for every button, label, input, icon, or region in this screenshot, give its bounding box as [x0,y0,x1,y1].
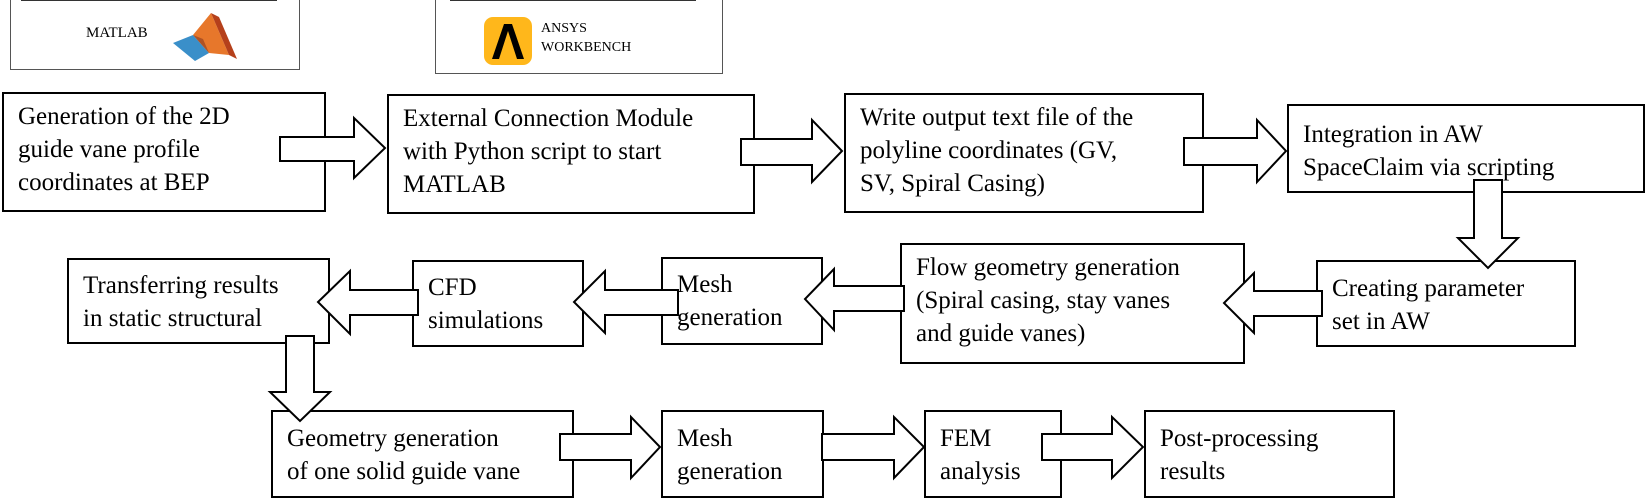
arrow-transferring-to-geometry [267,335,333,423]
arrow-mesh-to-cfd [572,268,679,336]
ansys-logo-line2: WORKBENCH [541,40,632,55]
arrow-fem-to-post [1041,414,1145,481]
ansys-logo-panel: ANSYS WORKBENCH [435,0,723,74]
step-integration-aw-spaceclaim: Integration in AW SpaceClaim via scripti… [1287,104,1645,193]
step-2d-profile-generation: Generation of the 2D guide vane profile … [2,92,326,212]
step-creating-parameter-set: Creating parameter set in AW [1316,260,1576,347]
step-solid-guide-vane-geometry: Geometry generation of one solid guide v… [271,410,574,498]
arrow-parameter-to-flow [1222,270,1323,336]
step-external-connection-module: External Connection Module with Python s… [387,94,755,214]
matlab-logo-panel: MATLAB [10,0,300,70]
step-mesh-generation-solid: Mesh generation [661,410,824,498]
ansys-logo-line1: ANSYS [541,21,587,36]
arrow-integration-to-parameter [1455,179,1521,270]
step-flow-geometry-generation: Flow geometry generation (Spiral casing,… [900,243,1245,364]
step-transferring-results: Transferring results in static structura… [67,258,330,344]
arrow-geometry-to-mesh [559,414,662,481]
step-fem-analysis: FEM analysis [924,410,1062,498]
arrow-cfd-to-transferring [316,268,419,337]
ansys-logo-icon [484,17,532,65]
matlab-membrane-icon [173,13,237,61]
matlab-logo-label: MATLAB [86,25,148,41]
arrow-external-to-write [740,117,844,185]
arrow-write-to-integration [1183,117,1288,185]
step-post-processing-results: Post-processing results [1144,410,1395,498]
arrow-flow-to-mesh [803,266,905,333]
arrow-2d-to-external [279,115,387,181]
arrow-mesh-to-fem [821,414,926,481]
step-write-output-text-file: Write output text file of the polyline c… [844,93,1204,213]
